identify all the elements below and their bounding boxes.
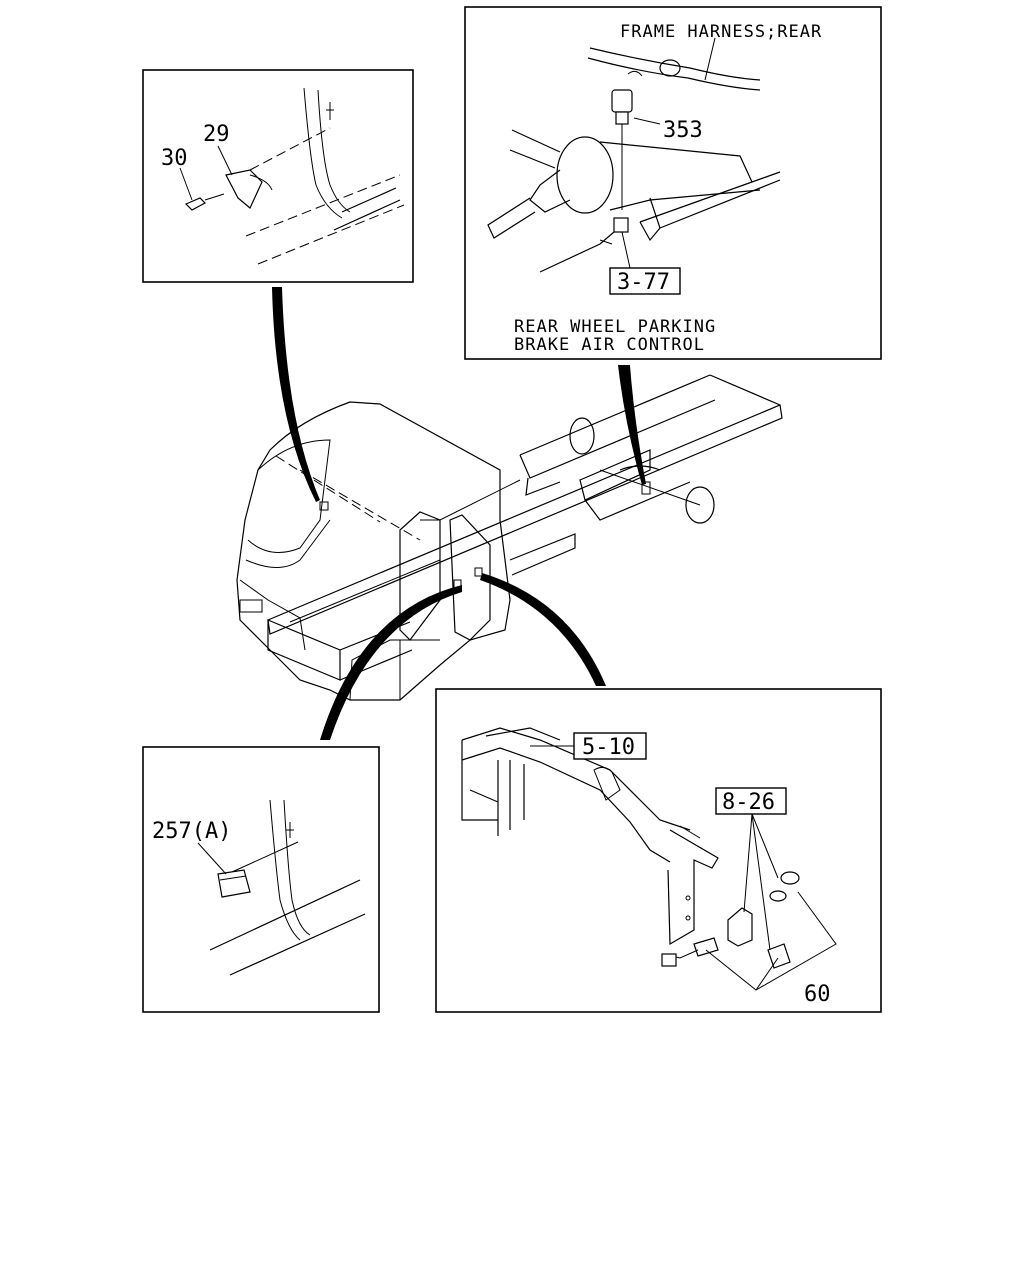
ref-box-8-26 bbox=[715, 787, 787, 815]
ref-label-3-77: 3-77 bbox=[617, 270, 670, 295]
caption-frame-harness: FRAME HARNESS;REAR bbox=[620, 22, 822, 42]
part-30-bolt bbox=[184, 197, 206, 211]
inset-bottom-left: 257(A) bbox=[142, 746, 380, 1013]
inset-top-right: FRAME HARNESS;REAR 353 3-77 REAR WHEEL P… bbox=[464, 6, 882, 360]
part-label-257a: 257(A) bbox=[152, 819, 231, 844]
part-label-29: 29 bbox=[203, 122, 230, 147]
inset-bottom-right: 5-10 8-26 60 bbox=[435, 688, 882, 1013]
part-label-30: 30 bbox=[161, 146, 188, 171]
part-29-bracket bbox=[225, 169, 263, 209]
ref-box-3-77 bbox=[609, 267, 681, 295]
ref-label-8-26: 8-26 bbox=[722, 790, 775, 815]
ref-box-5-10 bbox=[573, 732, 647, 760]
ref-label-5-10: 5-10 bbox=[582, 735, 635, 760]
part-label-60: 60 bbox=[804, 982, 831, 1007]
truck-illustration bbox=[236, 287, 783, 740]
part-257a-lamp bbox=[217, 869, 251, 898]
caption-parking-brake-1: REAR WHEEL PARKING bbox=[514, 317, 716, 337]
caption-parking-brake-2: BRAKE AIR CONTROL bbox=[514, 335, 705, 355]
part-353-sensor bbox=[611, 89, 633, 113]
inset-top-left: 29 30 bbox=[142, 69, 414, 283]
part-label-353: 353 bbox=[663, 118, 703, 143]
